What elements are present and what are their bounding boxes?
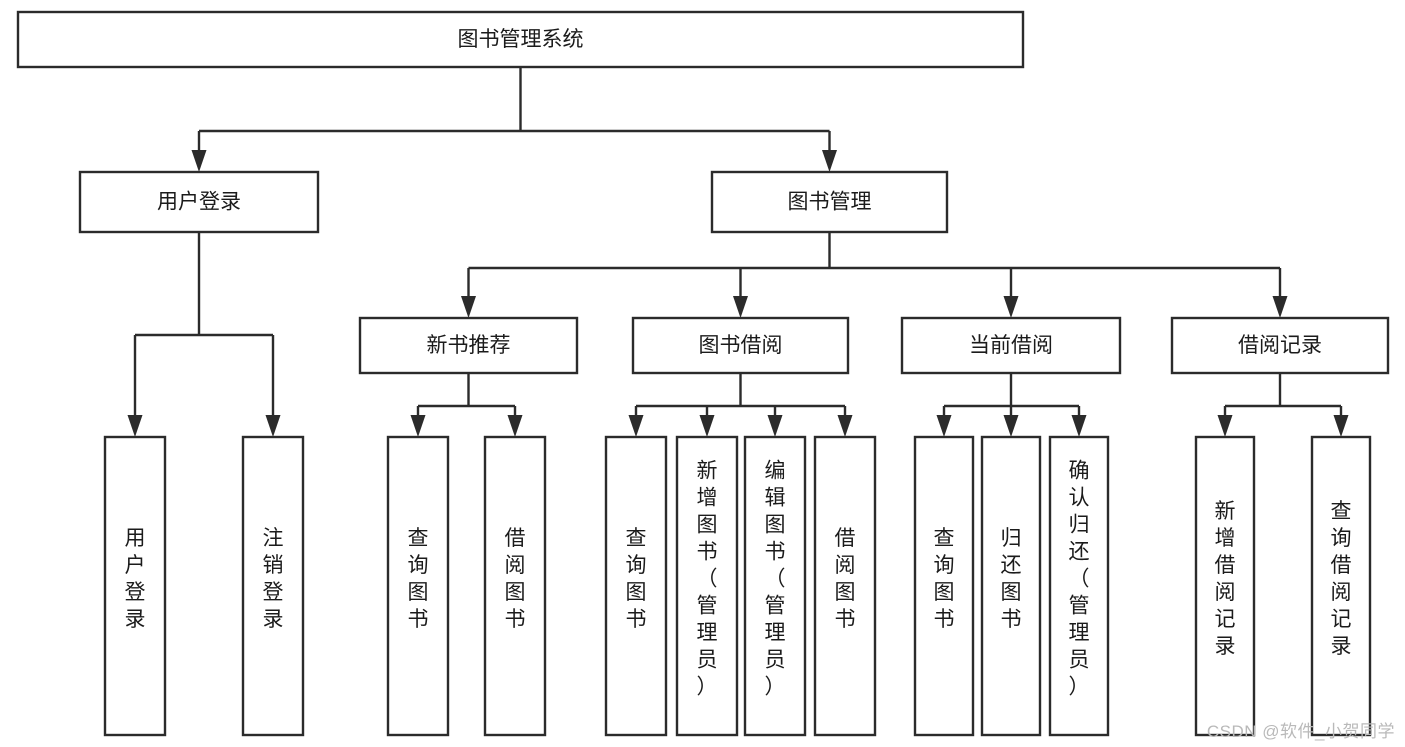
node-label-leaf-query-book-rec: 查询图书 xyxy=(408,527,429,631)
node-leaf-return-book[interactable]: 归还图书 xyxy=(980,435,1042,737)
node-label-leaf-confirm-return: 确认归还（管理员） xyxy=(1069,460,1090,699)
node-box-leaf-borrow-book[interactable] xyxy=(813,435,877,737)
connector-newbookrec-to-leaves xyxy=(410,373,523,437)
node-leaf-add-borrow-record[interactable]: 新增借阅记录 xyxy=(1194,435,1256,737)
node-layer: 图书管理系统用户登录图书管理新书推荐图书借阅当前借阅借阅记录用户登录注销登录查询… xyxy=(16,10,1390,737)
node-label-leaf-user-login: 用户登录 xyxy=(125,527,146,631)
node-leaf-user-logout[interactable]: 注销登录 xyxy=(241,435,305,737)
connector-currentborrow-to-leaves xyxy=(936,373,1087,437)
node-label-leaf-query-borrow-record: 查询借阅记录 xyxy=(1331,500,1352,658)
node-label-root: 图书管理系统 xyxy=(458,28,584,51)
node-box-leaf-borrow-book-rec[interactable] xyxy=(483,435,547,737)
node-leaf-user-login[interactable]: 用户登录 xyxy=(103,435,167,737)
node-box-leaf-query-book-rec[interactable] xyxy=(386,435,450,737)
node-label-leaf-query-book-borrow: 查询图书 xyxy=(626,527,647,631)
node-box-leaf-add-book[interactable] xyxy=(675,435,739,737)
node-box-leaf-user-login[interactable] xyxy=(103,435,167,737)
node-label-leaf-edit-book: 编辑图书（管理员） xyxy=(765,460,786,699)
node-box-leaf-query-book-current[interactable] xyxy=(913,435,975,737)
node-box-leaf-query-book-borrow[interactable] xyxy=(604,435,668,737)
node-box-leaf-query-borrow-record[interactable] xyxy=(1310,435,1372,737)
node-box-book-borrow[interactable] xyxy=(631,316,850,375)
connector-bookborrow-to-leaves xyxy=(628,373,853,437)
node-borrow-record[interactable]: 借阅记录 xyxy=(1170,316,1390,375)
node-label-leaf-add-book: 新增图书（管理员） xyxy=(697,460,718,699)
node-label-user-login: 用户登录 xyxy=(157,191,241,214)
csdn-watermark: CSDN @软件_小贺同学 xyxy=(1206,722,1395,741)
node-box-borrow-record[interactable] xyxy=(1170,316,1390,375)
node-book-manage[interactable]: 图书管理 xyxy=(710,170,949,234)
node-leaf-confirm-return[interactable]: 确认归还（管理员） xyxy=(1048,435,1110,737)
node-label-leaf-borrow-book: 借阅图书 xyxy=(835,527,856,631)
node-box-leaf-return-book[interactable] xyxy=(980,435,1042,737)
node-label-leaf-user-logout: 注销登录 xyxy=(263,527,284,631)
node-label-leaf-return-book: 归还图书 xyxy=(1001,527,1022,631)
node-leaf-edit-book[interactable]: 编辑图书（管理员） xyxy=(743,435,807,737)
connector-borrowrecord-to-leaves xyxy=(1217,373,1349,437)
connector-bookmanage-to-level3 xyxy=(461,232,1288,318)
node-new-book-rec[interactable]: 新书推荐 xyxy=(358,316,579,375)
node-label-leaf-add-borrow-record: 新增借阅记录 xyxy=(1215,500,1236,658)
node-box-root[interactable] xyxy=(16,10,1025,69)
node-book-borrow[interactable]: 图书借阅 xyxy=(631,316,850,375)
node-label-borrow-record: 借阅记录 xyxy=(1238,334,1322,357)
connector-userlogin-to-leaves xyxy=(127,232,281,437)
node-box-user-login[interactable] xyxy=(78,170,320,234)
node-label-book-borrow: 图书借阅 xyxy=(699,334,783,357)
node-box-current-borrow[interactable] xyxy=(900,316,1122,375)
connector-layer xyxy=(127,67,1349,437)
node-current-borrow[interactable]: 当前借阅 xyxy=(900,316,1122,375)
node-leaf-query-book-rec[interactable]: 查询图书 xyxy=(386,435,450,737)
connector-root-to-level2 xyxy=(191,67,837,172)
node-label-book-manage: 图书管理 xyxy=(788,191,872,214)
node-label-new-book-rec: 新书推荐 xyxy=(427,334,511,357)
node-label-current-borrow: 当前借阅 xyxy=(969,334,1053,357)
node-box-leaf-edit-book[interactable] xyxy=(743,435,807,737)
node-label-leaf-query-book-current: 查询图书 xyxy=(934,527,955,631)
node-root[interactable]: 图书管理系统 xyxy=(16,10,1025,69)
node-leaf-query-book-current[interactable]: 查询图书 xyxy=(913,435,975,737)
node-box-leaf-confirm-return[interactable] xyxy=(1048,435,1110,737)
node-box-leaf-user-logout[interactable] xyxy=(241,435,305,737)
node-leaf-borrow-book[interactable]: 借阅图书 xyxy=(813,435,877,737)
node-leaf-borrow-book-rec[interactable]: 借阅图书 xyxy=(483,435,547,737)
node-label-leaf-borrow-book-rec: 借阅图书 xyxy=(505,527,526,631)
node-user-login[interactable]: 用户登录 xyxy=(78,170,320,234)
node-box-new-book-rec[interactable] xyxy=(358,316,579,375)
node-leaf-add-book[interactable]: 新增图书（管理员） xyxy=(675,435,739,737)
node-leaf-query-book-borrow[interactable]: 查询图书 xyxy=(604,435,668,737)
node-box-leaf-add-borrow-record[interactable] xyxy=(1194,435,1256,737)
node-box-book-manage[interactable] xyxy=(710,170,949,234)
node-leaf-query-borrow-record[interactable]: 查询借阅记录 xyxy=(1310,435,1372,737)
